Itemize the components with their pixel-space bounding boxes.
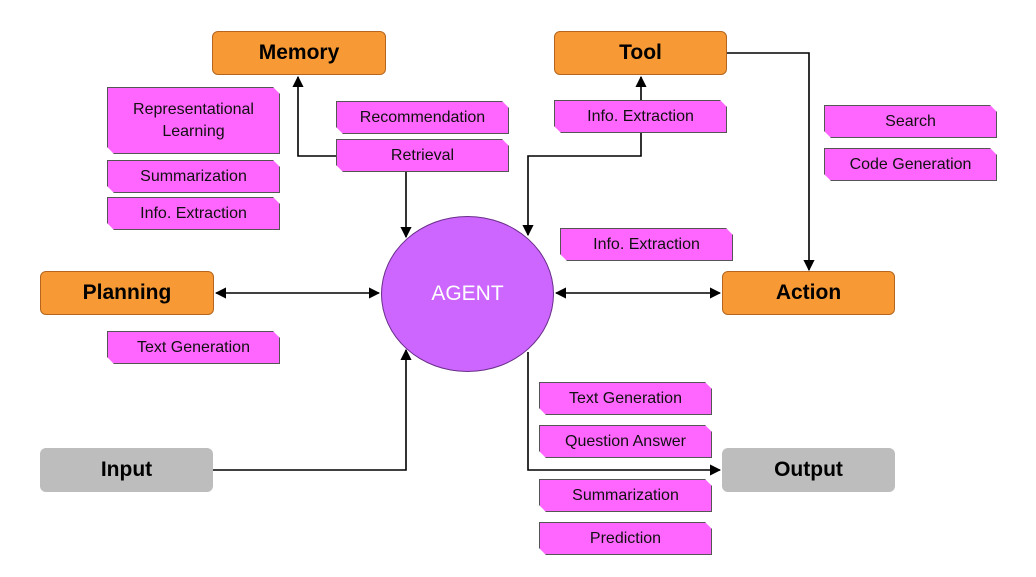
arrow-input-to-agent (213, 348, 412, 471)
arrow-agent-to-output (527, 352, 722, 476)
output-tag-prediction: Prediction (539, 522, 712, 555)
input-label: Input (100, 458, 153, 481)
arrow-retrieval-to-memory (292, 75, 336, 157)
arrow-tool-to-action (727, 52, 815, 272)
output-tag-question-answer: Question Answer (539, 425, 712, 458)
memory-node: Memory (212, 31, 386, 75)
tool-label: Tool (619, 41, 662, 64)
memory-tag-summarization: Summarization (107, 160, 280, 193)
action-tag-search: Search (824, 105, 997, 138)
planning-label: Planning (82, 281, 172, 304)
memory-tag-representational-learning: Representational Learning (107, 87, 280, 154)
action-label: Action (775, 281, 842, 304)
tool-tag-info-extraction-2: Info. Extraction (560, 228, 733, 261)
action-node: Action (722, 271, 895, 315)
memory-tag-info-extraction: Info. Extraction (107, 197, 280, 230)
action-tag-code-generation: Code Generation (824, 148, 997, 181)
agent-node: AGENT (381, 216, 554, 372)
planning-node: Planning (40, 271, 214, 315)
tool-tag-info-extraction: Info. Extraction (554, 100, 727, 133)
output-label: Output (774, 458, 843, 481)
planning-tag-text-generation: Text Generation (107, 331, 280, 364)
output-tag-text-generation: Text Generation (539, 382, 712, 415)
agent-label: AGENT (431, 282, 504, 305)
memory-label: Memory (258, 41, 340, 64)
output-tag-summarization: Summarization (539, 479, 712, 512)
tool-node: Tool (554, 31, 727, 75)
memory-tag-recommendation: Recommendation (336, 101, 509, 134)
input-node: Input (40, 448, 213, 492)
output-node: Output (722, 448, 895, 492)
memory-tag-retrieval: Retrieval (336, 139, 509, 172)
